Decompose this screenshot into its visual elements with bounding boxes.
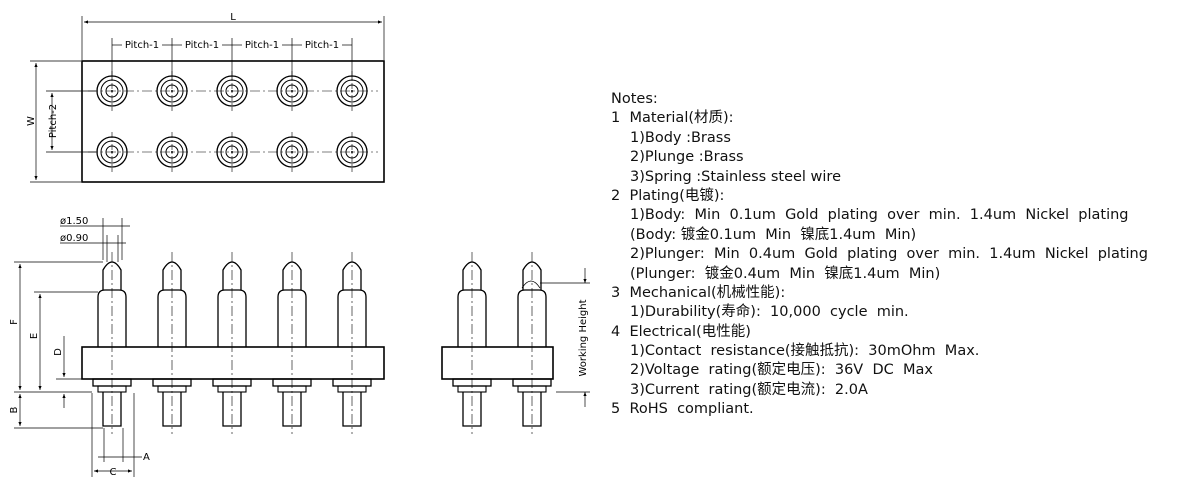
front-view bbox=[81, 252, 385, 434]
dimension-pitch-1 bbox=[111, 38, 353, 80]
top-view bbox=[81, 60, 385, 183]
note-line: Notes: bbox=[611, 91, 658, 107]
hole-center-dot bbox=[351, 151, 353, 153]
side-view-housing bbox=[441, 346, 554, 380]
note-line: 3 Mechanical(机械性能): bbox=[611, 284, 786, 301]
pin-tail bbox=[162, 392, 182, 427]
dimension-L bbox=[81, 16, 385, 60]
front-view-pins bbox=[92, 252, 372, 434]
note-line: 3)Spring :Stainless steel wire bbox=[630, 168, 842, 185]
dim-label-working-height: Working Height bbox=[578, 299, 589, 376]
dimension-tail bbox=[91, 393, 142, 477]
dim-label-pitch-1: Pitch-1 bbox=[185, 40, 219, 51]
note-line: 3)Current rating(额定电流): 2.0A bbox=[630, 381, 868, 398]
pin-tail bbox=[342, 392, 362, 427]
dimension-pitch-2 bbox=[46, 90, 96, 153]
dim-label-D: D bbox=[53, 348, 64, 356]
notes-panel: Notes: 1 Material(材质): 1)Body :Brass 2)Plun… bbox=[611, 90, 1148, 420]
note-line: (Body: 镀金0.1um Min 镍底1.4um Min) bbox=[630, 226, 917, 243]
dimension-diameters bbox=[60, 218, 130, 262]
note-line: 1)Durability(寿命): 10,000 cycle min. bbox=[630, 304, 909, 321]
dim-label-pitch-1: Pitch-1 bbox=[125, 40, 159, 51]
note-line: 1)Contact resistance(接触抵抗): 30mOhm Max. bbox=[630, 343, 980, 360]
pin-tail bbox=[222, 392, 242, 427]
technical-drawing: L Pitch-1 Pitch-1 Pitch-1 Pitch-1 W Pitc… bbox=[9, 12, 590, 478]
dimension-height-chain bbox=[14, 261, 103, 429]
note-line: (Plunger: 镀金0.4um Min 镍底1.4um Min) bbox=[630, 265, 941, 282]
dim-label-E: E bbox=[29, 333, 40, 339]
side-view-pins bbox=[452, 252, 552, 434]
note-line: 1 Material(材质): bbox=[611, 110, 734, 127]
dimension-working-height bbox=[521, 268, 590, 407]
pin-tail bbox=[102, 392, 122, 427]
pin-tail bbox=[522, 392, 542, 427]
dim-label-B: B bbox=[9, 406, 20, 413]
top-view-holes bbox=[96, 71, 368, 172]
dim-label-W: W bbox=[26, 116, 37, 126]
note-line: 2 Plating(电镀): bbox=[611, 187, 725, 204]
dim-label-pitch-1: Pitch-1 bbox=[245, 40, 279, 51]
note-line: 1)Body: Min 0.1um Gold plating over min.… bbox=[630, 207, 1129, 224]
note-line: 2)Plunge :Brass bbox=[630, 149, 744, 166]
dim-label-dia-150: ø1.50 bbox=[60, 216, 88, 227]
dim-label-pitch-2: Pitch-2 bbox=[48, 104, 59, 138]
note-line: 2)Plunger: Min 0.4um Gold plating over m… bbox=[630, 246, 1148, 263]
note-line: 5 RoHS compliant. bbox=[611, 401, 754, 418]
note-line: 2)Voltage rating(额定电压): 36V DC Max bbox=[630, 362, 933, 379]
dim-label-C: C bbox=[110, 467, 117, 478]
dim-label-A: A bbox=[143, 452, 150, 463]
pin-tail bbox=[282, 392, 302, 427]
front-view-housing bbox=[81, 346, 385, 380]
hole-center-dot bbox=[351, 90, 353, 92]
hole-center-dot bbox=[171, 151, 173, 153]
dim-label-pitch-1: Pitch-1 bbox=[305, 40, 339, 51]
dim-label-dia-090: ø0.90 bbox=[60, 233, 88, 244]
side-view bbox=[441, 252, 554, 434]
top-view-housing bbox=[81, 60, 385, 183]
dim-label-F: F bbox=[9, 319, 20, 325]
hole-center-dot bbox=[171, 90, 173, 92]
dimension-W bbox=[30, 60, 81, 183]
pin-tail bbox=[462, 392, 482, 427]
note-line: 4 Electrical(电性能) bbox=[611, 323, 751, 340]
dim-label-L: L bbox=[230, 12, 236, 23]
note-line: 1)Body :Brass bbox=[630, 129, 731, 146]
